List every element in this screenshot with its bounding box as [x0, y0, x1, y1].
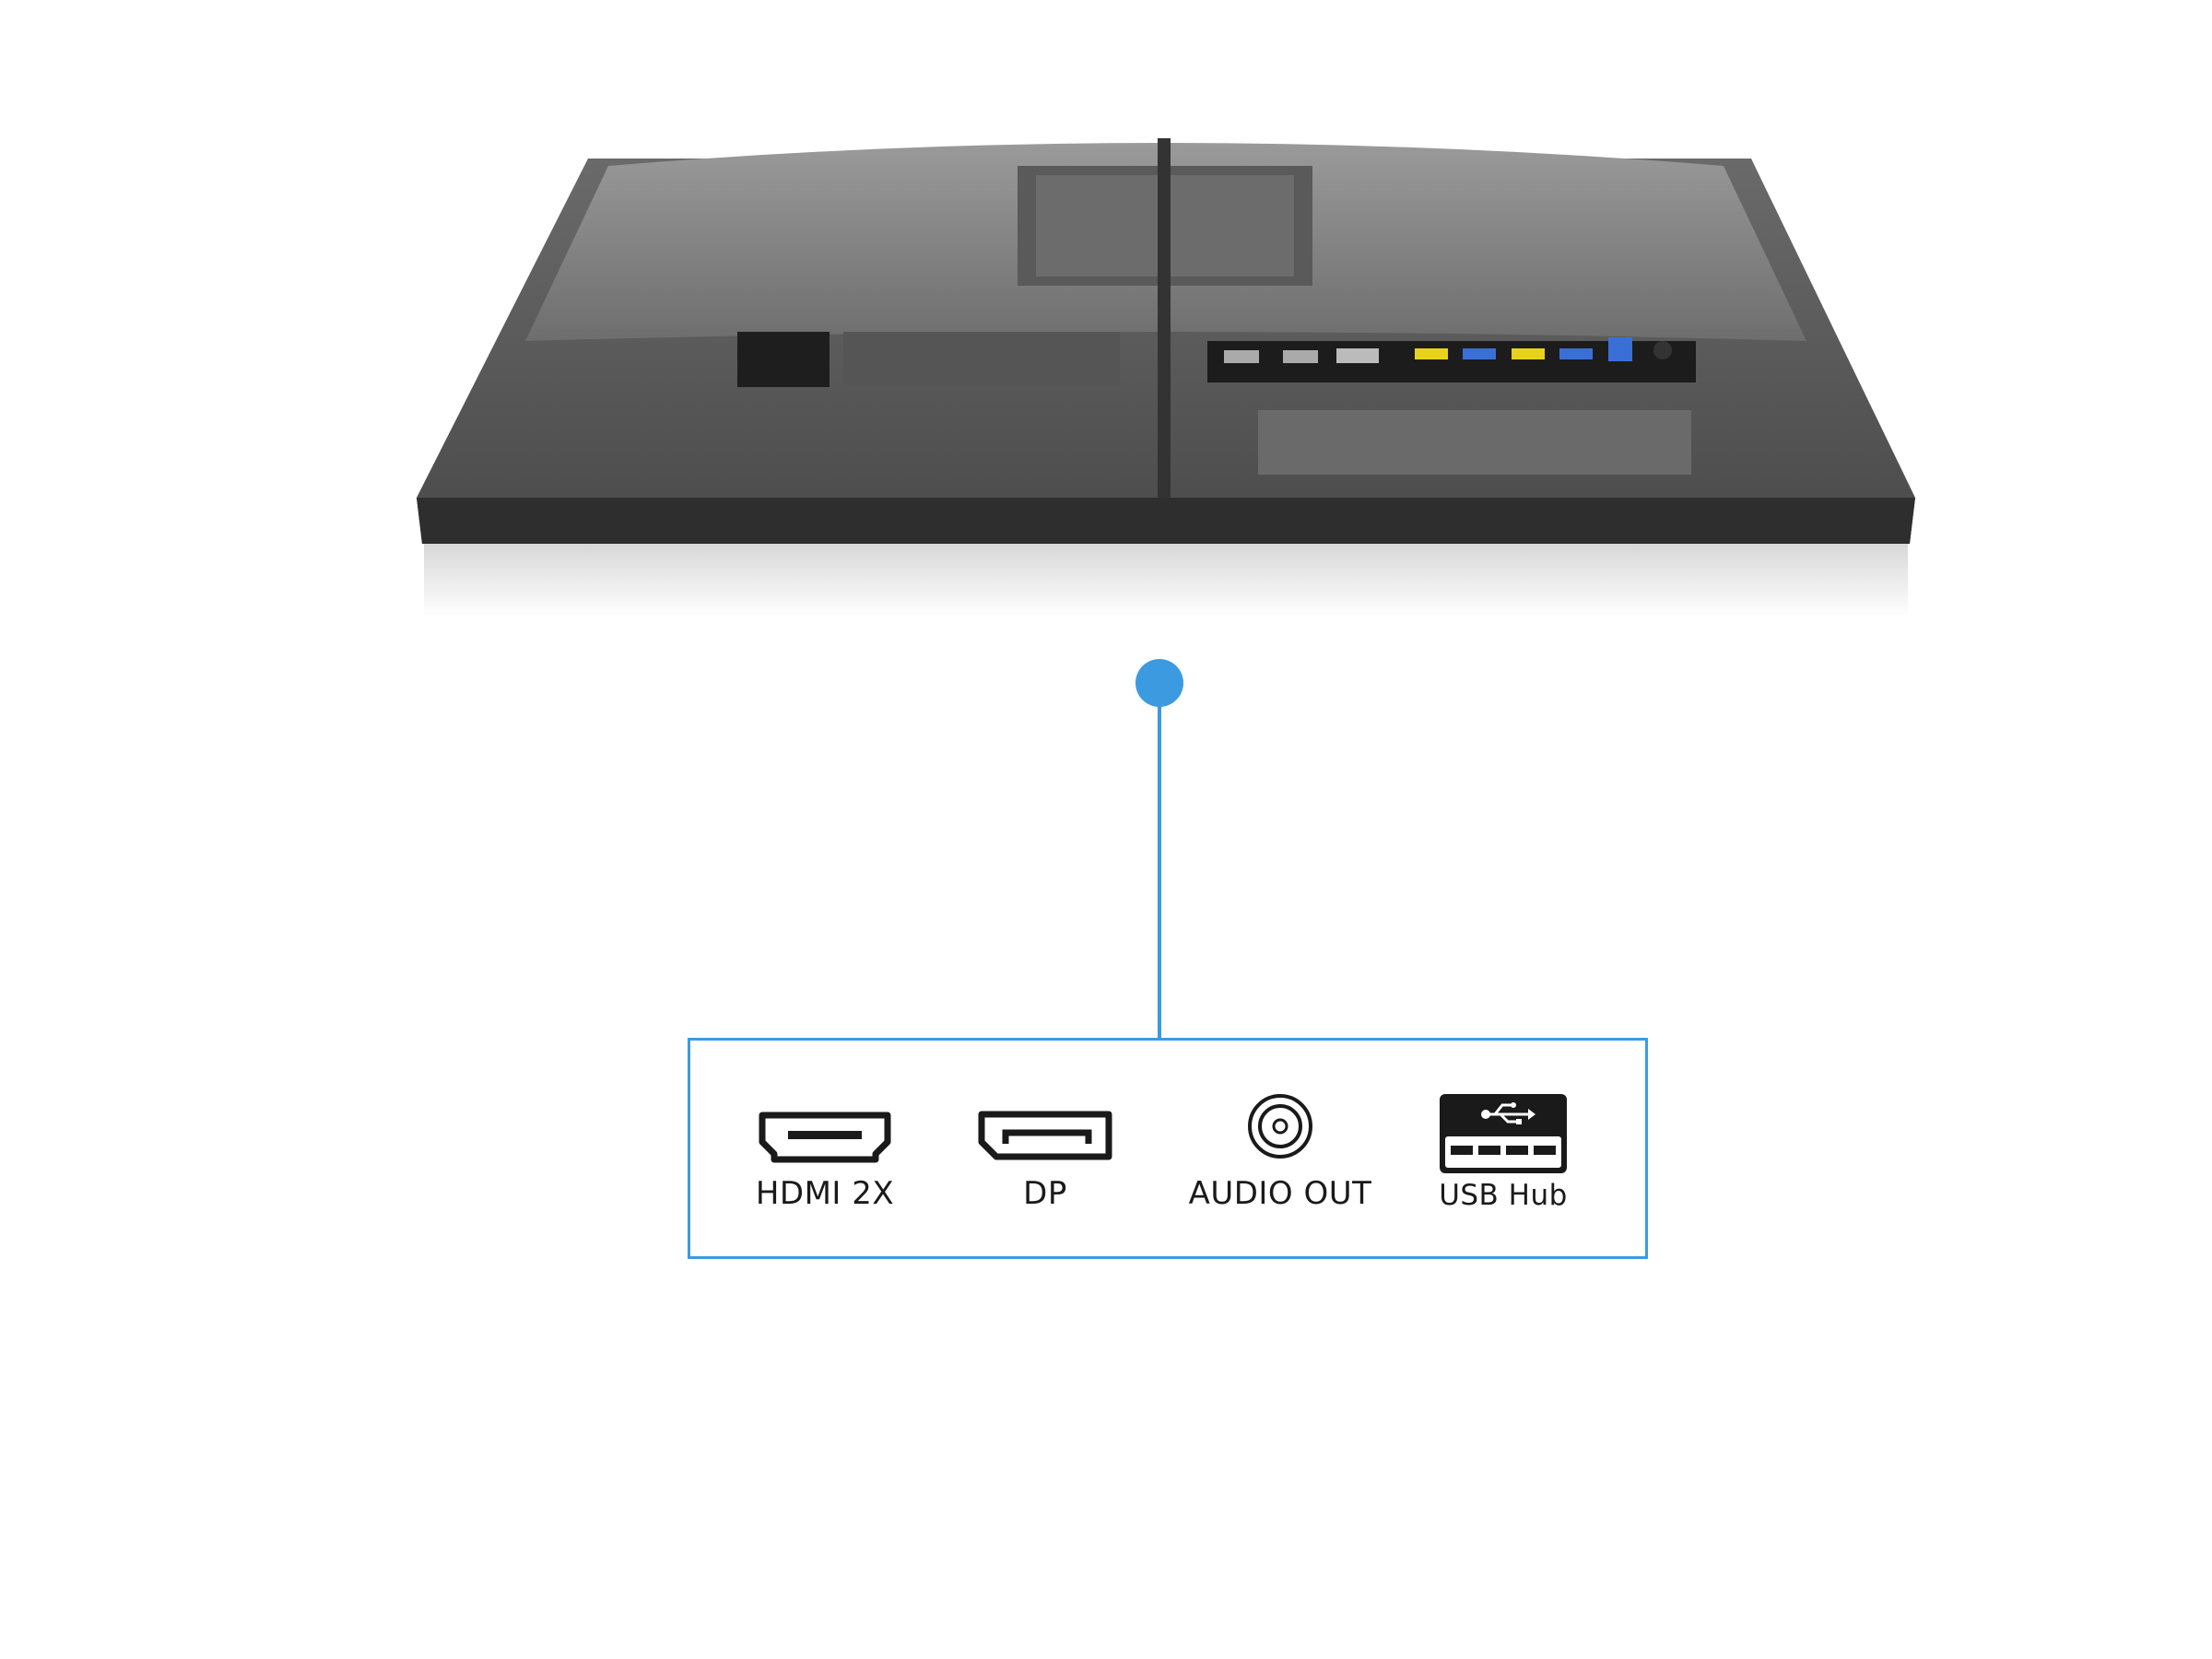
vent-grille: [843, 332, 1120, 385]
port-label: USB Hub: [1439, 1179, 1568, 1212]
power-socket: [737, 332, 830, 387]
callout-line: [1158, 683, 1161, 1041]
center-divider: [1158, 138, 1171, 498]
audio-jack-icon: [1248, 1094, 1312, 1159]
port-label: DP: [1023, 1175, 1067, 1212]
usb-hub-icon: [1440, 1094, 1567, 1173]
monitor-rear-view-image: [417, 138, 1915, 618]
displayport-icon: [978, 1111, 1112, 1160]
connector-panel: HDMI 2X DP AUDIO OUT USB Hub: [688, 1038, 1648, 1259]
port-label: AUDIO OUT: [1188, 1175, 1372, 1212]
hdmi-port-icon: [759, 1112, 891, 1163]
shadow: [424, 544, 1908, 618]
port-label: HDMI 2X: [755, 1175, 895, 1212]
